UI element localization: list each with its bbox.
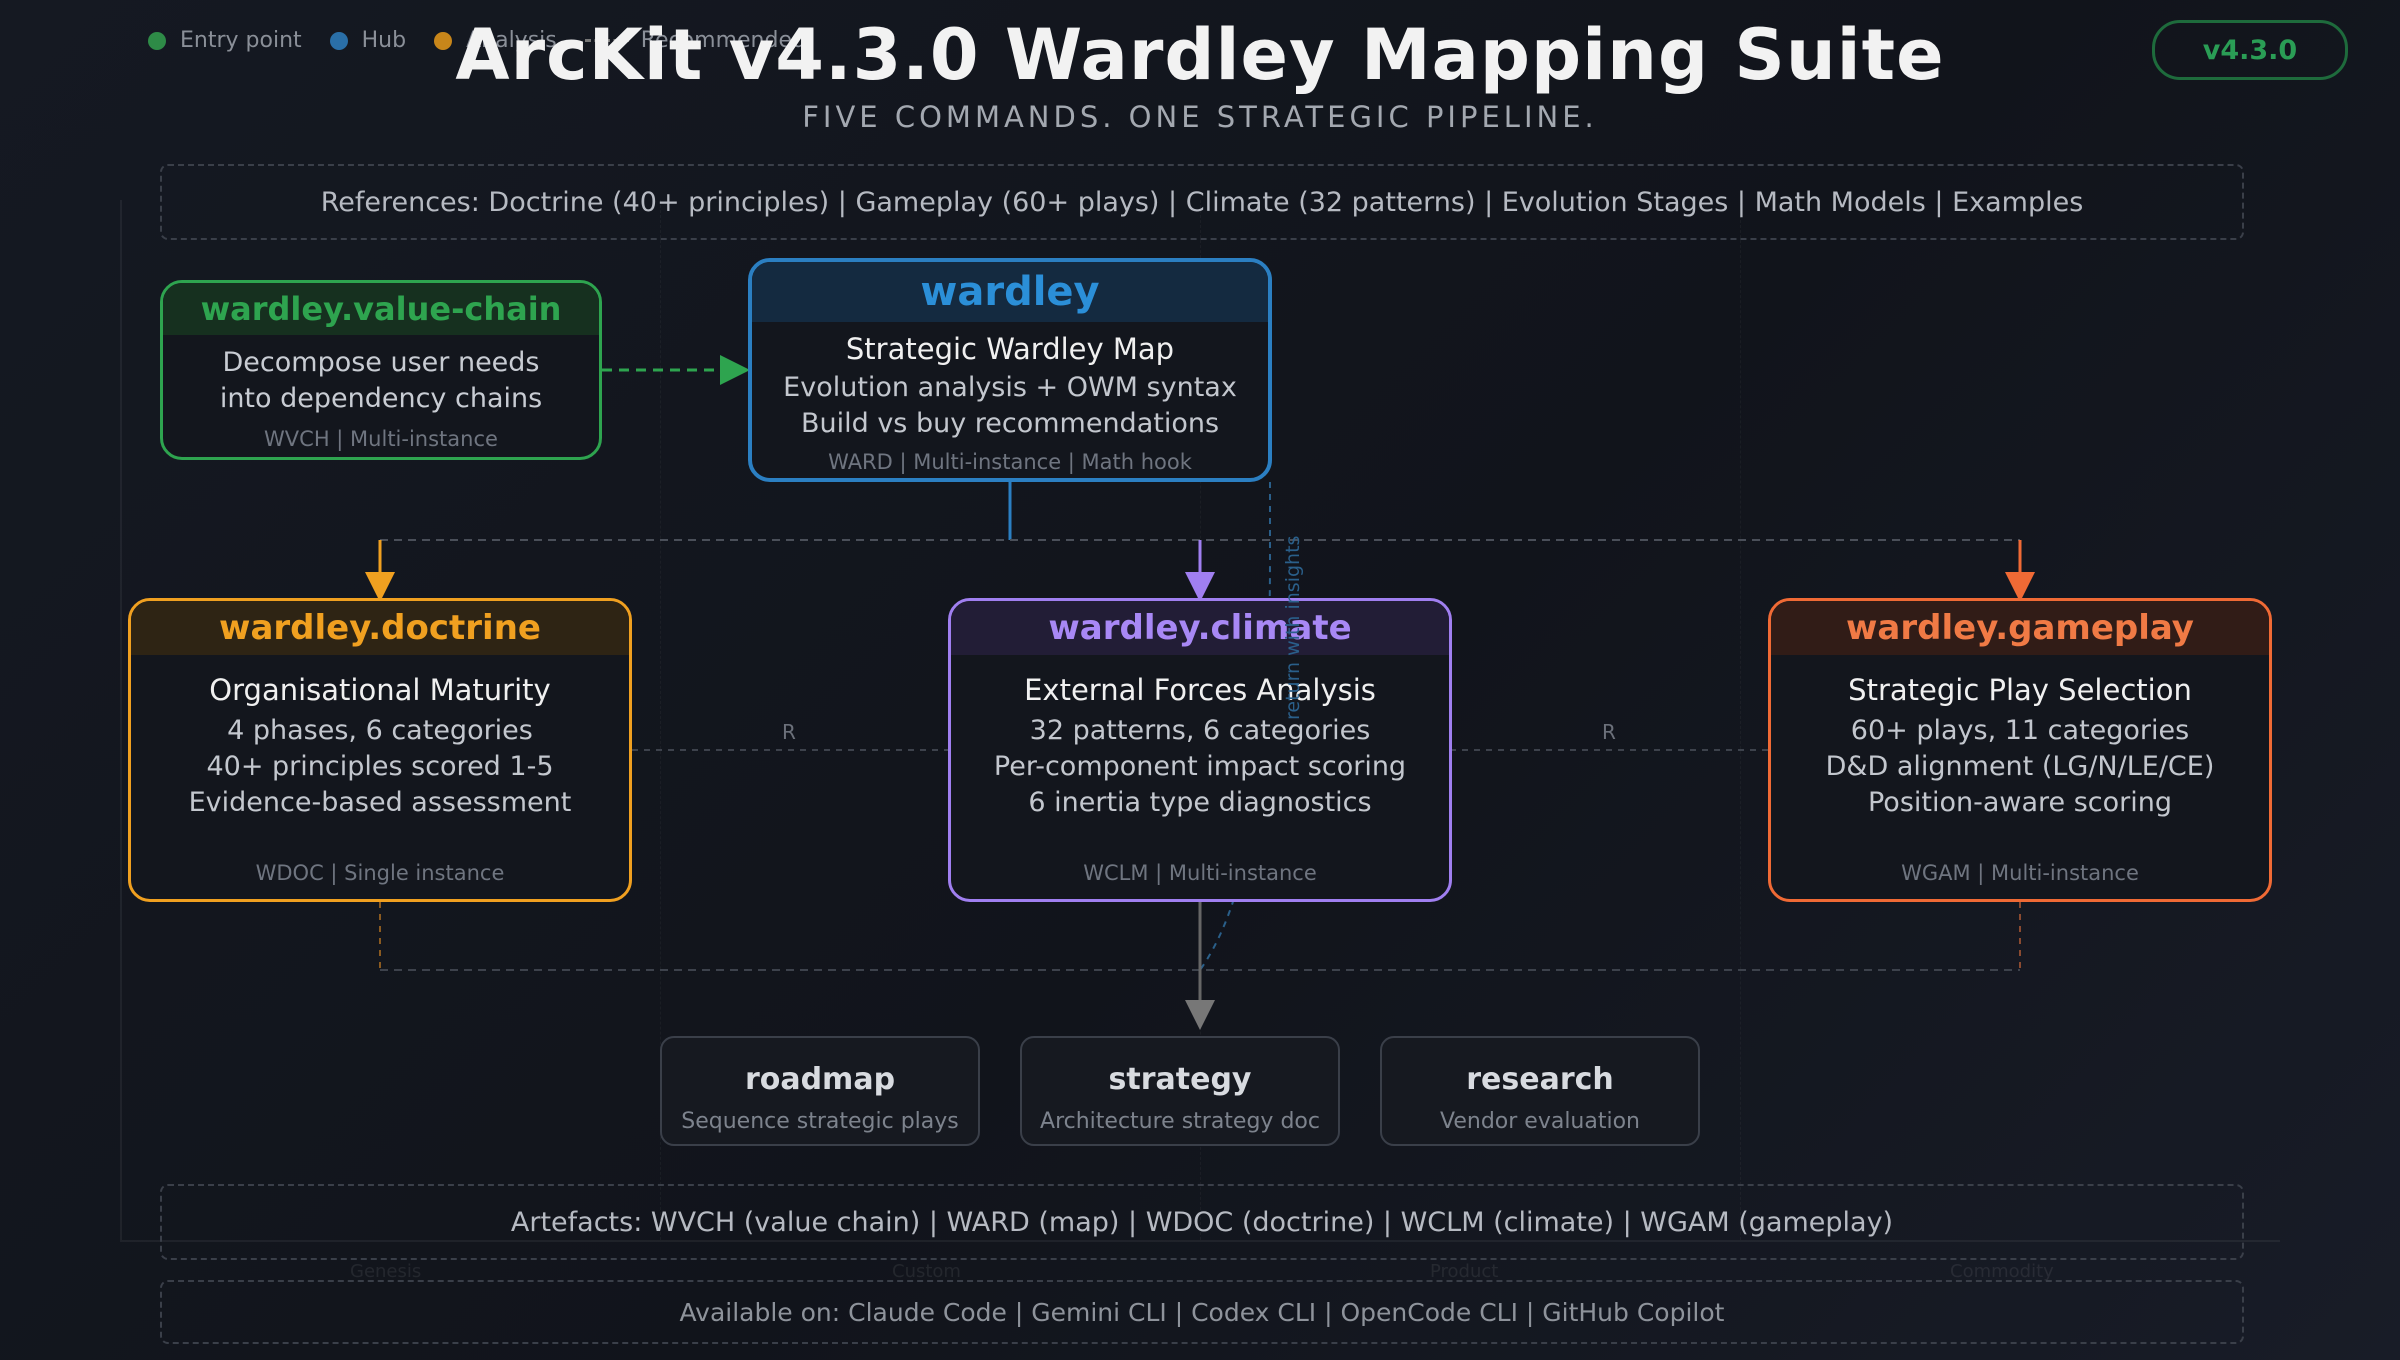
command-footer: WDOC | Single instance	[255, 861, 505, 885]
output-name: roadmap	[744, 1062, 896, 1097]
output-desc: Sequence strategic plays	[681, 1109, 959, 1134]
command-subtitle: Strategic Play Selection	[1848, 673, 2192, 707]
command-subtitle: Strategic Wardley Map	[845, 332, 1175, 366]
green-dot-icon	[148, 31, 166, 50]
available-on-box: Available on: Claude Code | Gemini CLI |…	[160, 1280, 2244, 1344]
command-desc-line: Evolution analysis + OWM syntax	[783, 372, 1237, 403]
references-box: References: Doctrine (40+ principles) | …	[160, 164, 2244, 240]
command-desc-line: Per-component impact scoring	[993, 751, 1407, 782]
command-desc-line: into dependency chains	[219, 383, 543, 414]
stage-label-product: Product	[1430, 1261, 1499, 1282]
command-desc-line: 32 patterns, 6 categories	[1029, 715, 1371, 746]
command-desc-line: 4 phases, 6 categories	[227, 715, 533, 746]
stage-divider	[1740, 200, 1741, 1240]
dashed-line-icon	[584, 39, 629, 42]
command-gameplay[interactable]: wardley.gameplay Strategic Play Selectio…	[1768, 598, 2272, 902]
command-desc-line: Evidence-based assessment	[188, 787, 572, 818]
legend-recommended: Recommended	[584, 28, 806, 53]
legend-entry-point: Entry point	[148, 28, 302, 53]
legend-analysis: Analysis	[434, 28, 557, 53]
stage-divider	[660, 200, 661, 1240]
background-axis-horizontal	[120, 1240, 2280, 1242]
command-desc-line: Decompose user needs	[222, 347, 540, 378]
command-doctrine[interactable]: wardley.doctrine Organisational Maturity…	[128, 598, 632, 902]
connector-label-feedback: return with insights	[1282, 535, 1304, 720]
command-desc-line: D&D alignment (LG/N/LE/CE)	[1825, 751, 2215, 782]
version-badge: v4.3.0	[2152, 20, 2348, 80]
command-footer: WARD | Multi-instance | Math hook	[828, 450, 1192, 474]
command-value-chain[interactable]: wardley.value-chain Decompose user needs…	[160, 280, 602, 460]
command-climate[interactable]: wardley.climate External Forces Analysis…	[948, 598, 1452, 902]
legend-label: Analysis	[466, 28, 557, 53]
legend-label: Entry point	[180, 28, 302, 53]
blue-dot-icon	[329, 31, 348, 50]
orange-dot-icon	[434, 31, 453, 50]
command-subtitle: External Forces Analysis	[1024, 673, 1376, 707]
output-strategy[interactable]: strategy Architecture strategy doc	[1020, 1036, 1340, 1146]
command-subtitle: Organisational Maturity	[209, 673, 551, 707]
output-desc: Vendor evaluation	[1440, 1109, 1640, 1134]
command-desc-line: 40+ principles scored 1-5	[206, 751, 554, 782]
legend: Entry point Hub Analysis Recommended	[148, 28, 834, 53]
command-desc-line: Build vs buy recommendations	[800, 408, 1220, 439]
page-subtitle: FIVE COMMANDS. ONE STRATEGIC PIPELINE.	[802, 100, 1598, 134]
command-wardley[interactable]: wardley Strategic Wardley Map Evolution …	[748, 258, 1272, 482]
command-desc-line: Position-aware scoring	[1867, 787, 2173, 818]
stage-label-custom: Custom	[892, 1261, 961, 1282]
stage-label-genesis: Genesis	[350, 1261, 422, 1282]
command-footer: WCLM | Multi-instance	[1083, 861, 1317, 885]
connector-label-r: R	[782, 720, 796, 744]
connector-label-r: R	[1602, 720, 1616, 744]
command-name: wardley	[752, 262, 1268, 322]
command-name: wardley.gameplay	[1771, 601, 2269, 655]
command-desc-line: 6 inertia type diagnostics	[1028, 787, 1372, 818]
background-axis-vertical	[120, 200, 122, 1240]
command-name: wardley.climate	[951, 601, 1449, 655]
legend-hub: Hub	[329, 28, 407, 53]
legend-label: Hub	[361, 28, 407, 53]
command-footer: WVCH | Multi-instance	[264, 427, 498, 451]
page-title: ArcKit v4.3.0 Wardley Mapping Suite	[455, 14, 1945, 96]
stage-label-commodity: Commodity	[1950, 1261, 2054, 1282]
command-name: wardley.value-chain	[163, 283, 599, 335]
command-desc-line: 60+ plays, 11 categories	[1850, 715, 2190, 746]
output-research[interactable]: research Vendor evaluation	[1380, 1036, 1700, 1146]
output-roadmap[interactable]: roadmap Sequence strategic plays	[660, 1036, 980, 1146]
output-name: strategy	[1108, 1062, 1252, 1097]
command-footer: WGAM | Multi-instance	[1901, 861, 2139, 885]
legend-label: Recommended	[640, 28, 806, 53]
output-desc: Architecture strategy doc	[1040, 1109, 1320, 1134]
output-name: research	[1466, 1062, 1614, 1097]
artefacts-box: Artefacts: WVCH (value chain) | WARD (ma…	[160, 1184, 2244, 1260]
command-name: wardley.doctrine	[131, 601, 629, 655]
